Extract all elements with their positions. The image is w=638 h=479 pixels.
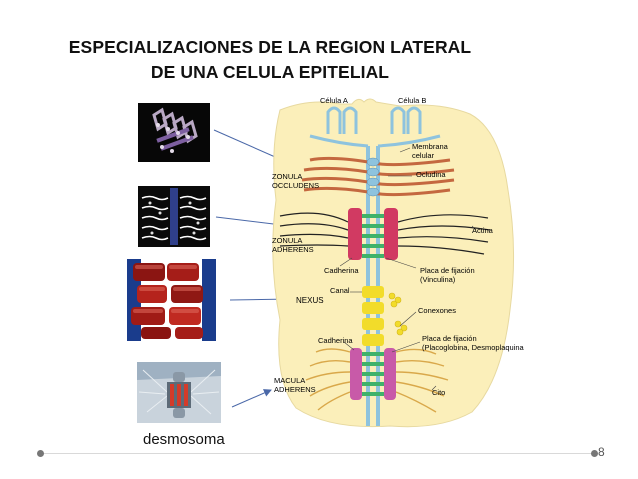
adherens-band-left [348,208,362,260]
epithelial-junctions-diagram: Célula A Célula B Membrana celular Oclud… [240,90,540,430]
title-line-2: DE UNA CELULA EPITELIAL [150,62,390,82]
label-nexus: NEXUS [296,296,324,305]
prev-dot[interactable] [37,450,44,457]
nexus-channels [362,286,384,346]
label-zonula-occludens: ZONULA OCCLUDENS [272,172,319,190]
label-placa-bottom-line-2: (Placoglobina, Desmoplaquina [422,343,524,352]
label-cadherina-bottom: Cadherina [318,336,353,345]
label-canal: Canal [330,286,350,295]
page-number: 8 [598,445,605,459]
label-cell-b: Célula B [398,96,427,105]
label-placa-bottom: Placa de fijación (Placoglobina, Desmopl… [422,334,524,352]
label-ocludina: Ocludina [416,170,446,179]
adherens-band-right [384,208,398,260]
label-zo-line-2: OCCLUDENS [272,181,320,190]
zonula-adherens-image [138,186,210,247]
label-placa-top: Placa de fijación (Vinculina) [420,266,475,284]
slide-title: ESPECIALIZACIONES DE LA REGION LATERAL D… [60,35,480,85]
zonula-occludens-image [138,103,210,162]
label-conexones: Conexones [418,306,456,315]
label-ma-line-1: MACULA [274,376,306,385]
desmosome-filaments [305,348,449,413]
label-placa-top-line-2: (Vinculina) [420,275,456,284]
desmosome-caption: desmosoma [143,431,225,448]
label-actina: Actina [472,226,493,235]
label-membrane-line-1: Membrana [412,142,448,151]
label-membrane-line-2: celular [412,151,435,160]
next-dot[interactable] [591,450,598,457]
label-macula-adherens: MACULA ADHERENS [274,376,316,394]
title-line-1: ESPECIALIZACIONES DE LA REGION LATERAL [68,37,472,57]
label-zo-line-1: ZONULA [272,172,303,181]
label-zonula-adherens: ZONULA ADHERENS [272,236,314,254]
slide-pager: 8 [0,444,638,464]
actin-fibers [279,212,491,255]
label-membrane: Membrana celular [412,142,448,160]
pager-line [40,453,598,454]
label-za-line-2: ADHERENS [272,245,314,254]
label-placa-top-line-1: Placa de fijación [420,266,475,275]
label-ma-line-2: ADHERENS [274,385,316,394]
label-placa-bottom-line-1: Placa de fijación [422,334,477,343]
desmosome-plaque-right [384,348,396,400]
nexus-image [127,257,216,341]
label-za-line-1: ZONULA [272,236,303,245]
label-cell-a: Célula A [320,96,348,105]
desmosome-plaque-left [350,348,362,400]
label-cadherina-top: Cadherina [324,266,359,275]
desmosome-image [137,362,221,423]
connexons [388,292,408,336]
label-cito: Cito [432,388,446,397]
